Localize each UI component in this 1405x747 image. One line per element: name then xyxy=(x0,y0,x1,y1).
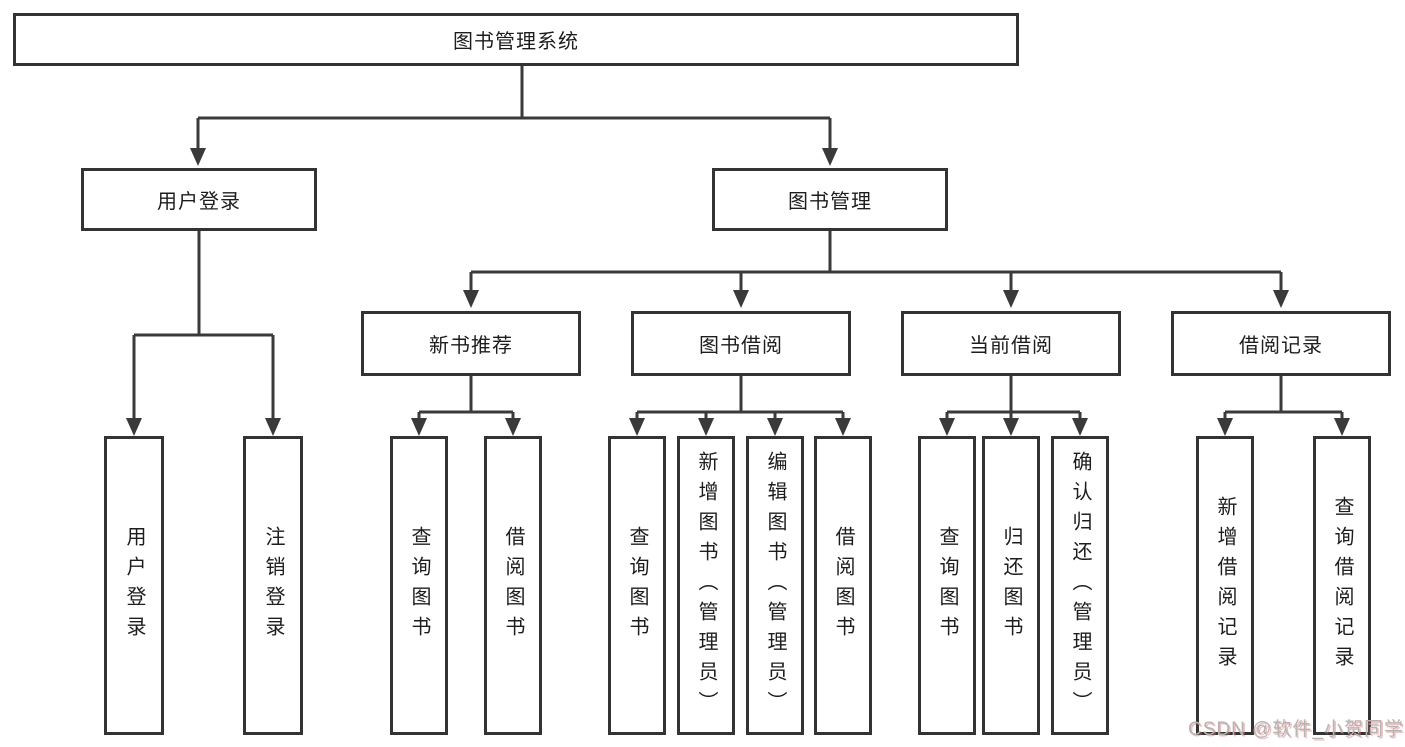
leaf-query-books-current: 查询图书 xyxy=(918,436,976,735)
leaf-edit-book-admin: 编辑图书（管理员） xyxy=(746,436,804,735)
leaf-label: 查询图书 xyxy=(936,525,958,646)
node-root: 图书管理系统 xyxy=(13,13,1019,66)
leaf-label: 确认归还（管理员） xyxy=(1069,450,1091,721)
leaf-label: 新增借阅记录 xyxy=(1214,495,1236,676)
node-borrow-records: 借阅记录 xyxy=(1171,311,1391,376)
leaf-label: 查询借阅记录 xyxy=(1331,495,1353,676)
leaf-query-books-recommend: 查询图书 xyxy=(390,436,448,735)
leaf-label: 用户登录 xyxy=(123,525,145,646)
node-book-borrowing: 图书借阅 xyxy=(631,311,851,376)
node-new-book-recommend: 新书推荐 xyxy=(361,311,581,376)
leaf-user-login: 用户登录 xyxy=(104,436,164,735)
leaf-query-borrow-record: 查询借阅记录 xyxy=(1313,436,1371,735)
leaf-add-book-admin: 新增图书（管理员） xyxy=(677,436,735,735)
leaf-label: 借阅图书 xyxy=(832,525,854,646)
leaf-query-books-borrowing: 查询图书 xyxy=(608,436,666,735)
leaf-confirm-return-admin: 确认归还（管理员） xyxy=(1051,436,1109,735)
leaf-label: 查询图书 xyxy=(408,525,430,646)
watermark: CSDN @软件_小贺同学 xyxy=(1188,719,1404,740)
leaf-logout: 注销登录 xyxy=(243,436,303,735)
leaf-label: 注销登录 xyxy=(262,525,284,646)
arrowheads xyxy=(126,148,1350,436)
leaf-borrow-books-borrowing: 借阅图书 xyxy=(814,436,872,735)
leaf-label: 新增图书（管理员） xyxy=(695,450,717,721)
leaf-return-books: 归还图书 xyxy=(982,436,1040,735)
node-book-management: 图书管理 xyxy=(712,168,948,231)
node-user-login: 用户登录 xyxy=(81,168,317,231)
leaf-label: 归还图书 xyxy=(1000,525,1022,646)
leaf-add-borrow-record: 新增借阅记录 xyxy=(1196,436,1254,735)
node-current-borrowing: 当前借阅 xyxy=(901,311,1121,376)
leaf-label: 查询图书 xyxy=(626,525,648,646)
leaf-label: 借阅图书 xyxy=(502,525,524,646)
leaf-borrow-books-recommend: 借阅图书 xyxy=(484,436,542,735)
leaf-label: 编辑图书（管理员） xyxy=(764,450,786,721)
